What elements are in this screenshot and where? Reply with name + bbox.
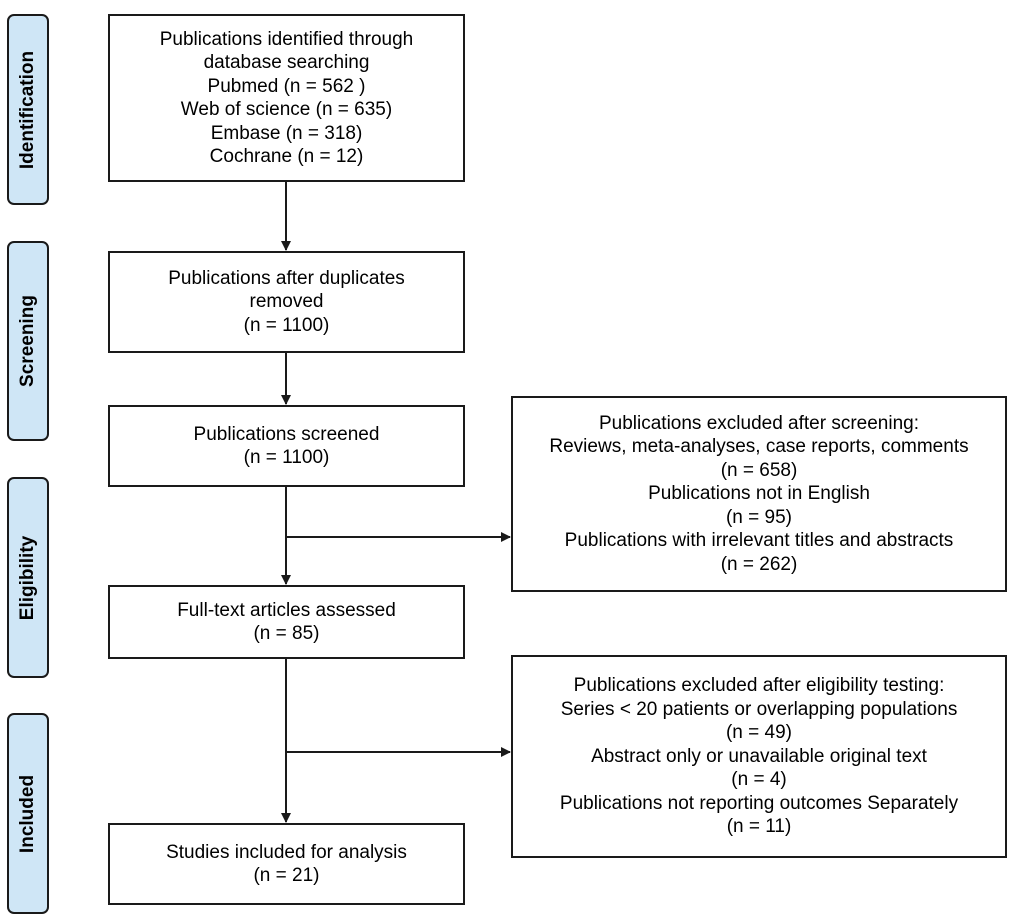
box-excluded-screening-line-3: (n = 658): [720, 459, 798, 481]
box-excluded-eligibility-line-7: (n = 11): [726, 816, 792, 838]
stage-included: Included: [7, 713, 49, 914]
box-fulltext-assessed-line-2: (n = 85): [253, 623, 320, 644]
box-included: Studies included for analysis (n = 21): [108, 823, 465, 905]
box-duplicates-removed-line-2: removed: [249, 291, 324, 313]
box-excluded-eligibility-line-6: Publications not reporting outcomes Sepa…: [559, 792, 959, 814]
box-excluded-eligibility-line-2: Series < 20 patients or overlapping popu…: [560, 698, 958, 720]
box-excluded-eligibility-line-4: Abstract only or unavailable original te…: [591, 745, 927, 767]
box-excluded-screening: Publications excluded after screening: R…: [511, 396, 1007, 592]
box-excluded-screening-line-2: Reviews, meta-analyses, case reports, co…: [549, 436, 969, 458]
box-identified: Publications identified through database…: [108, 14, 465, 182]
box-identified-line-6: Cochrane (n = 12): [209, 146, 364, 167]
box-fulltext-assessed: Full-text articles assessed (n = 85): [108, 585, 465, 659]
box-excluded-screening-line-5: (n = 95): [725, 506, 792, 528]
box-identified-line-5: Embase (n = 318): [210, 122, 363, 144]
box-included-line-2: (n = 21): [253, 865, 320, 886]
box-duplicates-removed: Publications after duplicates removed (n…: [108, 251, 465, 353]
box-screened-line-1: Publications screened: [193, 423, 380, 445]
box-excluded-screening-line-1: Publications excluded after screening:: [598, 412, 920, 434]
box-identified-line-2: database searching: [203, 52, 370, 73]
stage-identification: Identification: [7, 14, 49, 205]
box-identified-line-1: Publications identified through: [159, 28, 414, 50]
box-included-line-1: Studies included for analysis: [166, 841, 407, 863]
box-duplicates-removed-line-3: (n = 1100): [243, 314, 330, 336]
box-screened: Publications screened (n = 1100): [108, 405, 465, 487]
box-screened-line-2: (n = 1100): [243, 447, 330, 468]
box-duplicates-removed-line-1: Publications after duplicates: [168, 267, 405, 289]
stage-eligibility: Eligibility: [7, 477, 49, 678]
box-identified-line-3: Pubmed (n = 562 ): [207, 75, 366, 97]
stage-screening: Screening: [7, 241, 49, 441]
box-excluded-screening-line-7: (n = 262): [720, 553, 798, 575]
box-excluded-eligibility-line-1: Publications excluded after eligibility …: [573, 675, 945, 697]
box-excluded-eligibility-line-3: (n = 49): [725, 722, 792, 744]
box-identified-line-4: Web of science (n = 635): [180, 99, 393, 120]
box-excluded-screening-line-6: Publications with irrelevant titles and …: [564, 530, 954, 552]
box-fulltext-assessed-line-1: Full-text articles assessed: [177, 599, 396, 621]
box-excluded-screening-line-4: Publications not in English: [648, 483, 870, 505]
box-excluded-eligibility: Publications excluded after eligibility …: [511, 655, 1007, 858]
box-excluded-eligibility-line-5: (n = 4): [731, 769, 787, 791]
